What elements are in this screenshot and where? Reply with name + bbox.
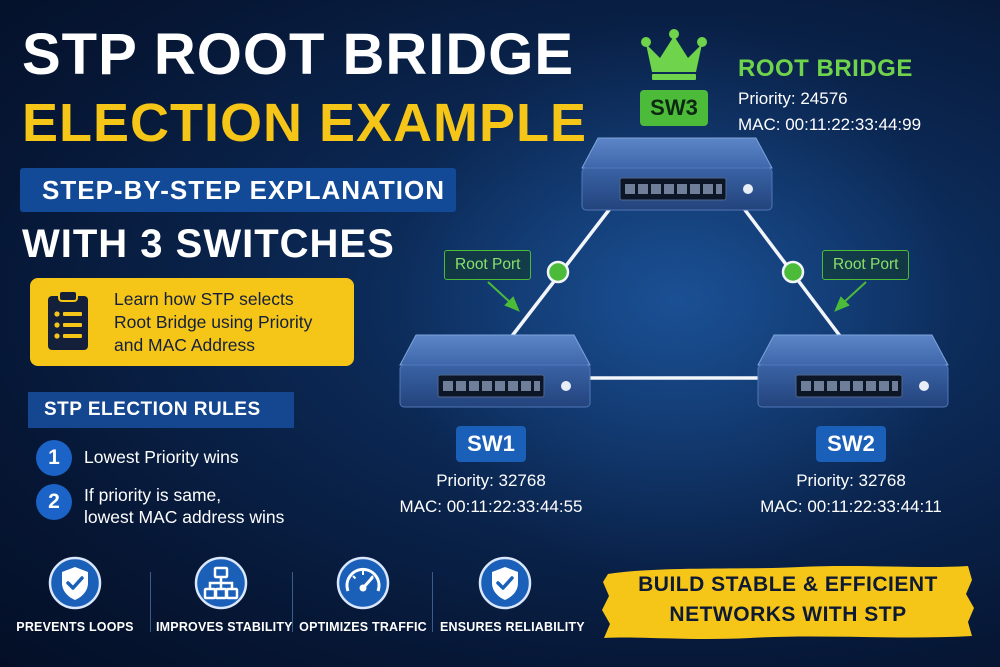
feature-ensures-reliability: ENSURES RELIABILITY <box>440 556 585 634</box>
root-port-dot-sw1 <box>546 260 570 284</box>
sw1-mac: MAC: 00:11:22:33:44:55 <box>399 497 583 516</box>
rule-number-badge: 1 <box>36 440 72 476</box>
switch-sw2 <box>757 334 949 408</box>
rule-number-badge: 2 <box>36 484 72 520</box>
clipboard-checklist-icon <box>48 290 88 350</box>
heading-switches: WITH 3 SWITCHES <box>22 222 395 266</box>
learn-box: Learn how STP selects Root Bridge using … <box>30 278 354 366</box>
sw2-priority: Priority: 32768 <box>796 471 906 490</box>
rule-text: Lowest Priority wins <box>84 447 239 467</box>
rules-title: STP ELECTION RULES <box>28 392 294 428</box>
root-bridge-label: ROOT BRIDGE <box>738 55 913 82</box>
subtitle-banner: STEP-BY-STEP EXPLANATION <box>20 168 456 212</box>
title-line-1: STP ROOT BRIDGE <box>22 22 575 87</box>
root-port-dot-sw2 <box>781 260 805 284</box>
switch-sw3 <box>581 137 773 211</box>
root-port-arrow-sw1 <box>487 281 513 305</box>
cta-banner: BUILD STABLE & EFFICIENT NETWORKS WITH S… <box>600 560 976 642</box>
feature-divider <box>150 572 151 632</box>
feature-divider <box>432 572 433 632</box>
brush-stroke-shape <box>602 566 974 639</box>
sw1-name-tag: SW1 <box>456 426 526 462</box>
cta-text: BUILD STABLE & EFFICIENT NETWORKS WITH S… <box>638 573 938 626</box>
sw3-mac: MAC: 00:11:22:33:44:99 <box>738 115 922 134</box>
network-hierarchy-icon <box>194 556 248 610</box>
sw3-priority: Priority: 24576 <box>738 89 848 108</box>
title-line-2: ELECTION EXAMPLE <box>22 93 588 153</box>
feature-improves-stability: IMPROVES STABILITY <box>156 556 293 634</box>
root-port-label-sw1: Root Port <box>444 250 532 280</box>
speedometer-icon <box>336 556 390 610</box>
root-port-label-sw2: Root Port <box>822 250 910 280</box>
switch-sw1 <box>399 334 591 408</box>
sw2-mac: MAC: 00:11:22:33:44:11 <box>760 497 942 516</box>
learn-text: Learn how STP selects Root Bridge using … <box>114 289 313 355</box>
rule-text: If priority is same, lowest MAC address … <box>84 485 285 527</box>
sw1-priority: Priority: 32768 <box>436 471 546 490</box>
root-port-arrow-sw2 <box>841 281 867 305</box>
feature-divider <box>292 572 293 632</box>
sw3-info: Priority: 24576 MAC: 00:11:22:33:44:99 <box>738 86 921 138</box>
sw1-info: Priority: 32768 MAC: 00:11:22:33:44:55 <box>390 468 592 520</box>
shield-check-icon <box>48 556 102 610</box>
crown-icon <box>641 29 707 80</box>
sw2-info: Priority: 32768 MAC: 00:11:22:33:44:11 <box>750 468 952 520</box>
feature-prevents-loops: PREVENTS LOOPS <box>10 556 140 634</box>
sw2-name-tag: SW2 <box>816 426 886 462</box>
sw3-name-tag: SW3 <box>640 90 708 126</box>
feature-optimizes-traffic: OPTIMIZES TRAFFIC <box>298 556 428 634</box>
shield-check-icon <box>478 556 532 610</box>
